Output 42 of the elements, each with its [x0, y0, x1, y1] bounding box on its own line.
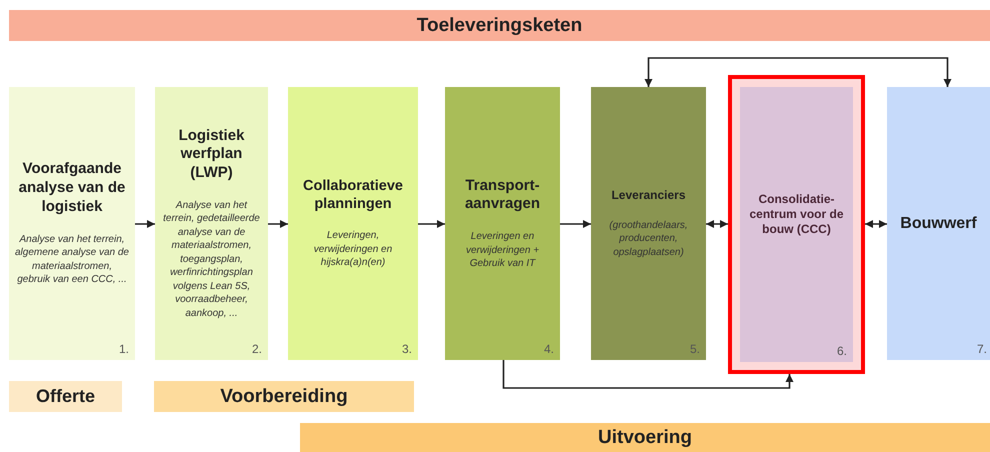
- step-number: 3.: [402, 342, 412, 356]
- step-title: Bouwwerf: [900, 214, 977, 234]
- process-box: [591, 87, 706, 360]
- phase-label: Uitvoering: [598, 426, 692, 448]
- step-number: 4.: [544, 342, 554, 356]
- process-box: [445, 87, 560, 360]
- phase-label: Toeleveringsketen: [416, 14, 582, 36]
- step-title: Voorafgaande analyse van de logistiek: [18, 160, 126, 217]
- process-box: [155, 87, 268, 360]
- step-description: (groothandelaars, producenten, opslagplaatsen): [608, 218, 689, 260]
- step-number: 6.: [836, 344, 847, 358]
- arrow: [502, 360, 794, 389]
- phase-label: Voorbereiding: [220, 386, 348, 408]
- step-number: 5.: [690, 342, 700, 356]
- phase-band: [9, 10, 990, 41]
- arrow: [135, 220, 155, 228]
- arrow: [706, 220, 728, 228]
- arrow: [560, 220, 591, 228]
- process-box: [887, 87, 990, 360]
- arrow: [865, 220, 887, 228]
- phase-band: [9, 381, 122, 412]
- step-description: Leveringen, verwijderingen en hijskra(a)n(en): [312, 229, 394, 270]
- process-box: [9, 87, 135, 360]
- step-number: 1.: [118, 342, 129, 356]
- step-number: 2.: [252, 342, 262, 356]
- highlight-frame: [728, 75, 865, 374]
- arrow: [644, 57, 952, 87]
- phase-label: Offerte: [36, 386, 95, 407]
- step-title: Logistiek werfplan (LWP): [178, 126, 246, 183]
- step-title: Transport-aanvragen: [464, 176, 542, 214]
- step-title: Consolidatie-centrum voor de bouw (CCC): [748, 192, 845, 238]
- step-description: Analyse van het terrein, algemene analyse van de materiaalstromen, gebruik van een CCC, ...: [15, 232, 129, 287]
- step-description: Analyse van het terrein, gedetailleerde analyse van de materiaalstromen, toegangsplan, werfinrichtingsplan volgens Lean 5S, voorraadbeheer, aankoop, ...: [162, 198, 261, 320]
- step-number: 7.: [976, 342, 987, 356]
- step-title: Leveranciers: [611, 188, 686, 203]
- process-box: [288, 87, 418, 360]
- phase-band: [154, 381, 414, 412]
- step-title: Collaboratieve planningen: [302, 177, 404, 214]
- arrow: [268, 220, 288, 228]
- phase-band: [300, 423, 990, 452]
- arrow: [418, 220, 445, 228]
- step-description: Leveringen en verwijderingen + Gebruik van IT: [464, 230, 540, 270]
